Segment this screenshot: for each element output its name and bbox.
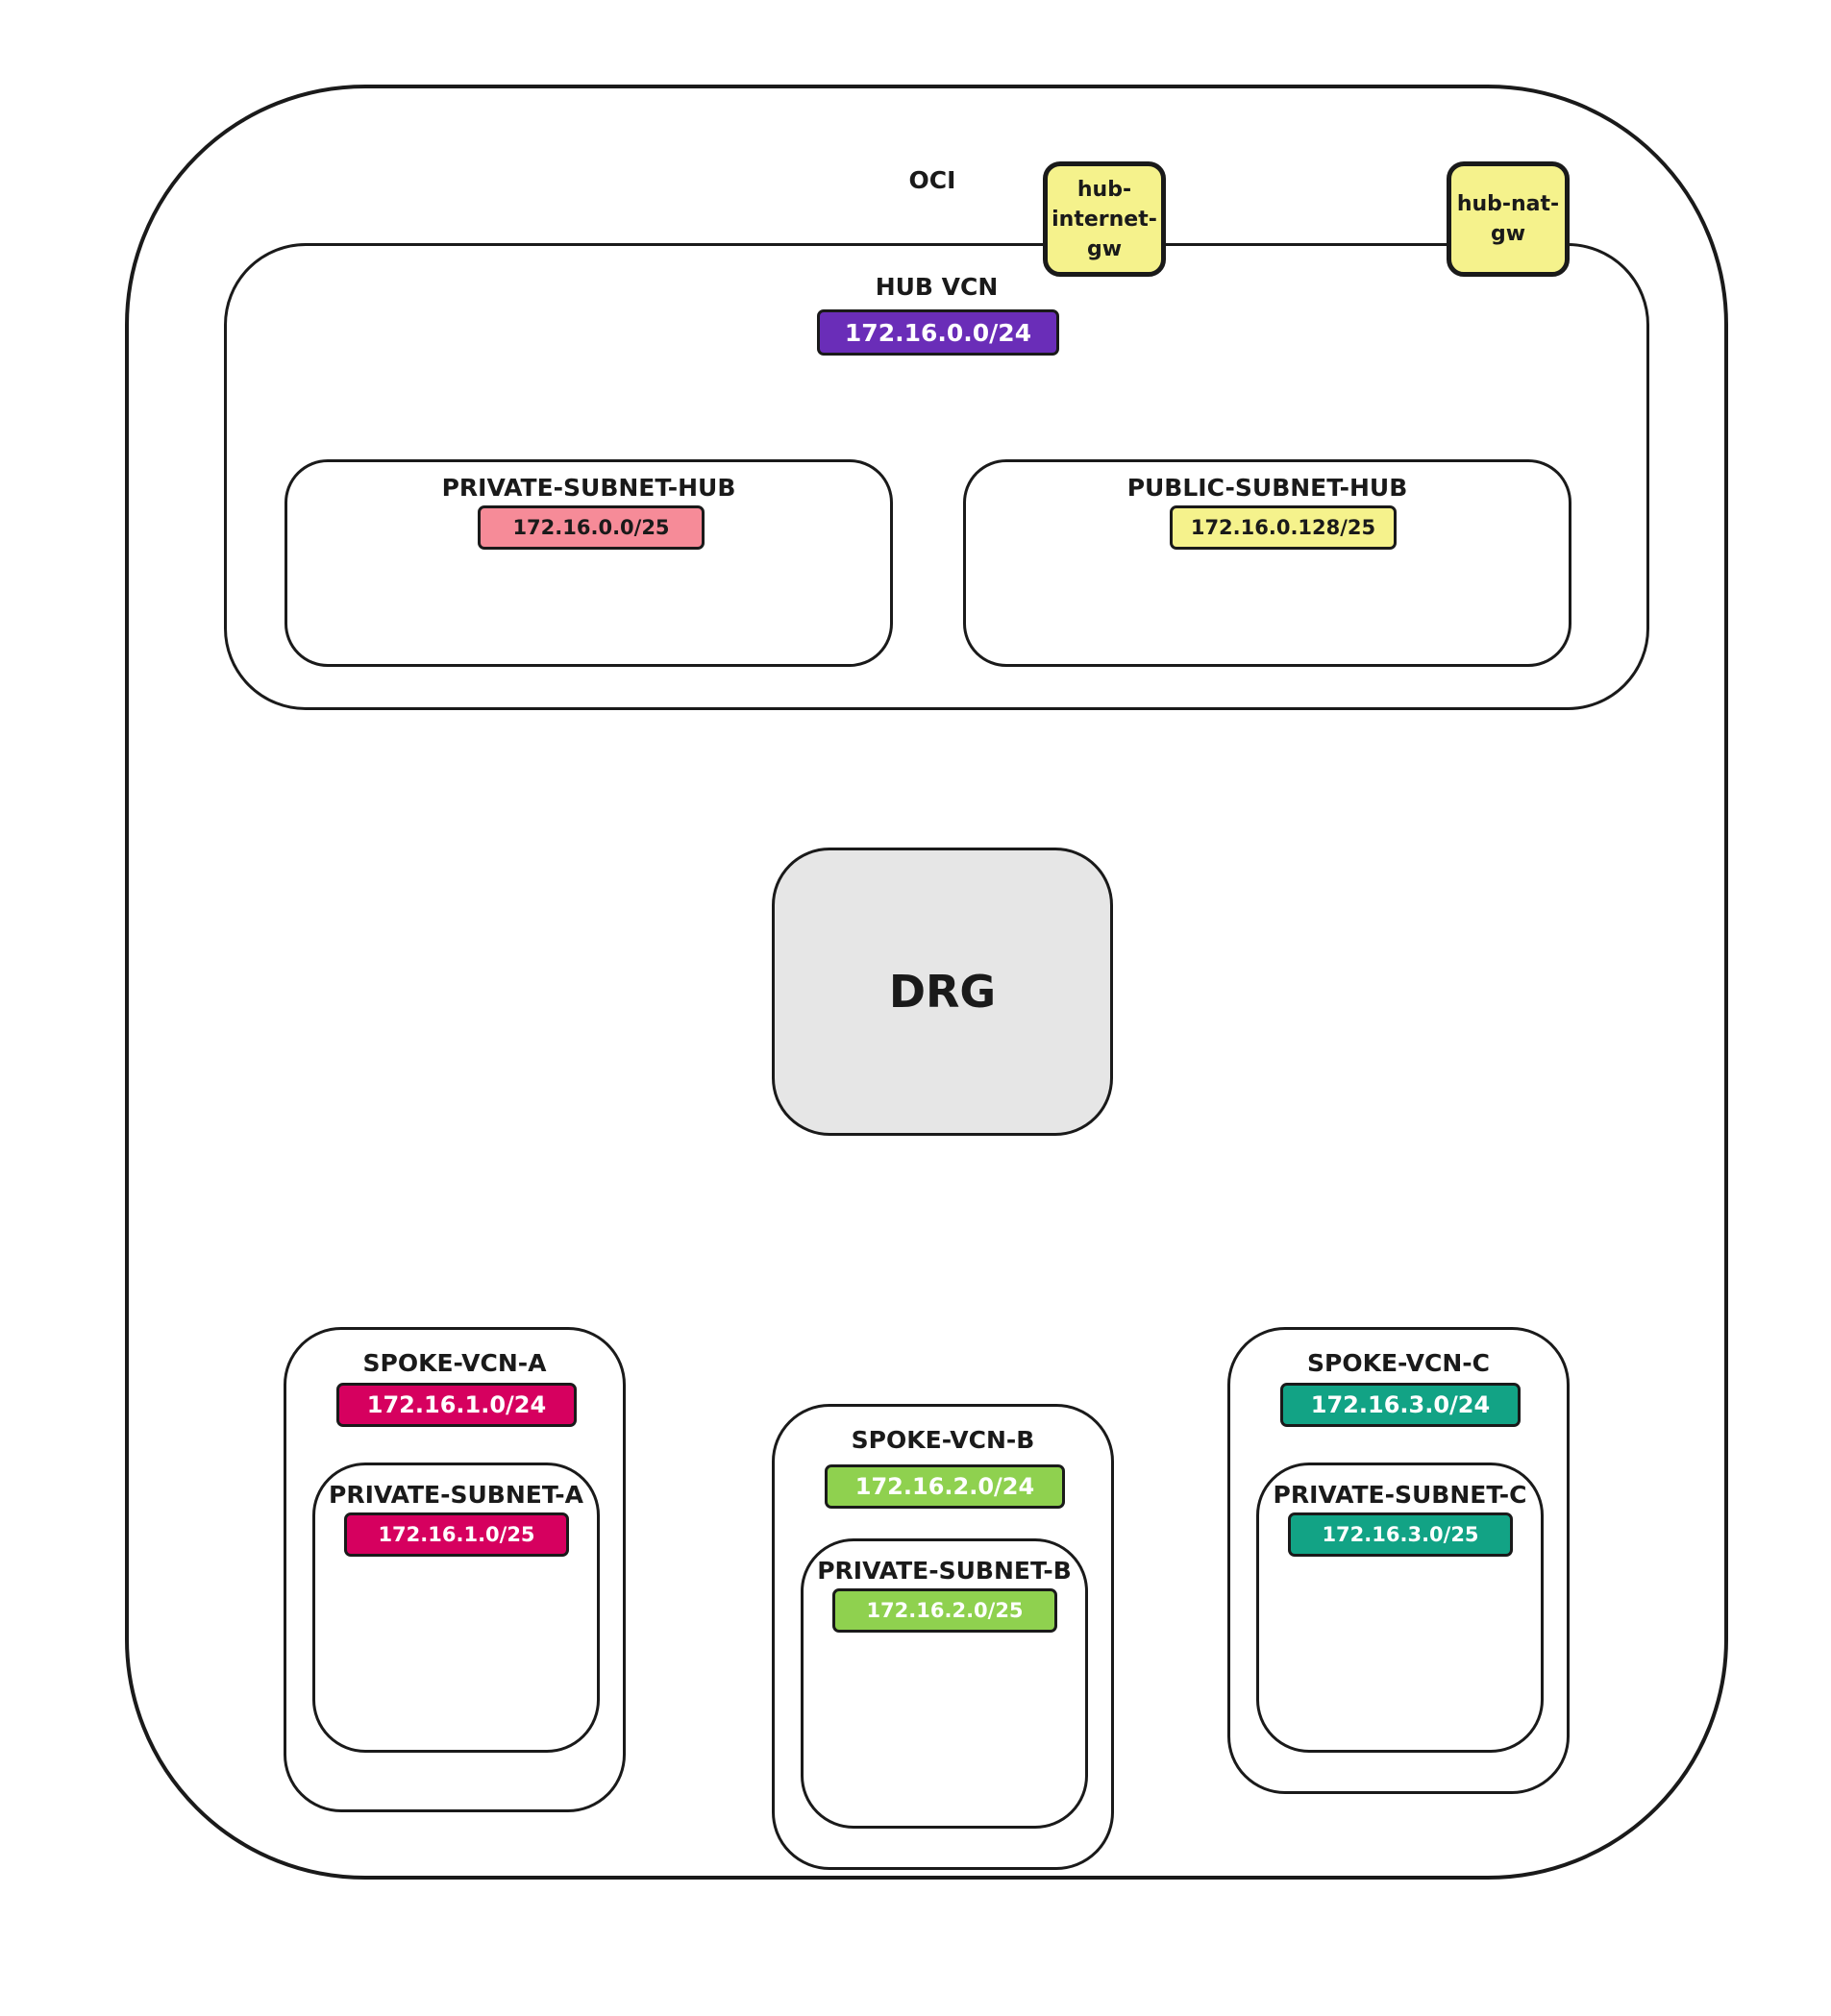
private-subnet-c-label: PRIVATE-SUBNET-C — [1273, 1481, 1527, 1509]
spoke-vcn-b: SPOKE-VCN-B 172.16.2.0/24 PRIVATE-SUBNET… — [772, 1404, 1114, 1870]
private-subnet-c-cidr: 172.16.3.0/25 — [1288, 1512, 1513, 1557]
spoke-vcn-c: SPOKE-VCN-C 172.16.3.0/24 PRIVATE-SUBNET… — [1227, 1327, 1570, 1794]
private-subnet-hub-label: PRIVATE-SUBNET-HUB — [441, 474, 736, 502]
hub-vcn-label: HUB VCN — [875, 273, 999, 301]
spoke-vcn-a-cidr: 172.16.1.0/24 — [336, 1383, 577, 1427]
private-subnet-c: PRIVATE-SUBNET-C 172.16.3.0/25 — [1256, 1463, 1544, 1753]
spoke-vcn-b-label: SPOKE-VCN-B — [851, 1426, 1035, 1454]
public-subnet-hub-cidr: 172.16.0.128/25 — [1170, 505, 1397, 550]
private-subnet-b-label: PRIVATE-SUBNET-B — [817, 1557, 1072, 1585]
spoke-vcn-a: SPOKE-VCN-A 172.16.1.0/24 PRIVATE-SUBNET… — [284, 1327, 626, 1812]
private-subnet-hub: PRIVATE-SUBNET-HUB 172.16.0.0/25 — [285, 459, 893, 667]
private-subnet-a: PRIVATE-SUBNET-A 172.16.1.0/25 — [312, 1463, 600, 1753]
hub-vcn: HUB VCN 172.16.0.0/24 PRIVATE-SUBNET-HUB… — [224, 243, 1649, 710]
private-subnet-a-cidr: 172.16.1.0/25 — [344, 1512, 569, 1557]
drg-label: DRG — [888, 966, 997, 1018]
hub-internet-gateway[interactable]: hub- internet- gw — [1043, 161, 1166, 277]
private-subnet-b-cidr: 172.16.2.0/25 — [832, 1588, 1057, 1633]
spoke-vcn-c-cidr: 172.16.3.0/24 — [1280, 1383, 1521, 1427]
spoke-vcn-b-cidr: 172.16.2.0/24 — [825, 1464, 1065, 1509]
hub-nat-gateway-label: hub-nat- gw — [1456, 192, 1560, 246]
private-subnet-a-label: PRIVATE-SUBNET-A — [329, 1481, 583, 1509]
hub-internet-gateway-label: hub- internet- gw — [1052, 177, 1157, 261]
drg[interactable]: DRG — [772, 848, 1113, 1136]
spoke-vcn-a-label: SPOKE-VCN-A — [362, 1349, 547, 1377]
private-subnet-hub-cidr: 172.16.0.0/25 — [478, 505, 705, 550]
hub-vcn-cidr: 172.16.0.0/24 — [817, 309, 1059, 356]
public-subnet-hub: PUBLIC-SUBNET-HUB 172.16.0.128/25 — [963, 459, 1571, 667]
oci-label: OCI — [908, 166, 956, 194]
public-subnet-hub-label: PUBLIC-SUBNET-HUB — [1126, 474, 1408, 502]
hub-nat-gateway[interactable]: hub-nat- gw — [1447, 161, 1570, 277]
spoke-vcn-c-label: SPOKE-VCN-C — [1307, 1349, 1490, 1377]
private-subnet-b: PRIVATE-SUBNET-B 172.16.2.0/25 — [801, 1538, 1088, 1829]
